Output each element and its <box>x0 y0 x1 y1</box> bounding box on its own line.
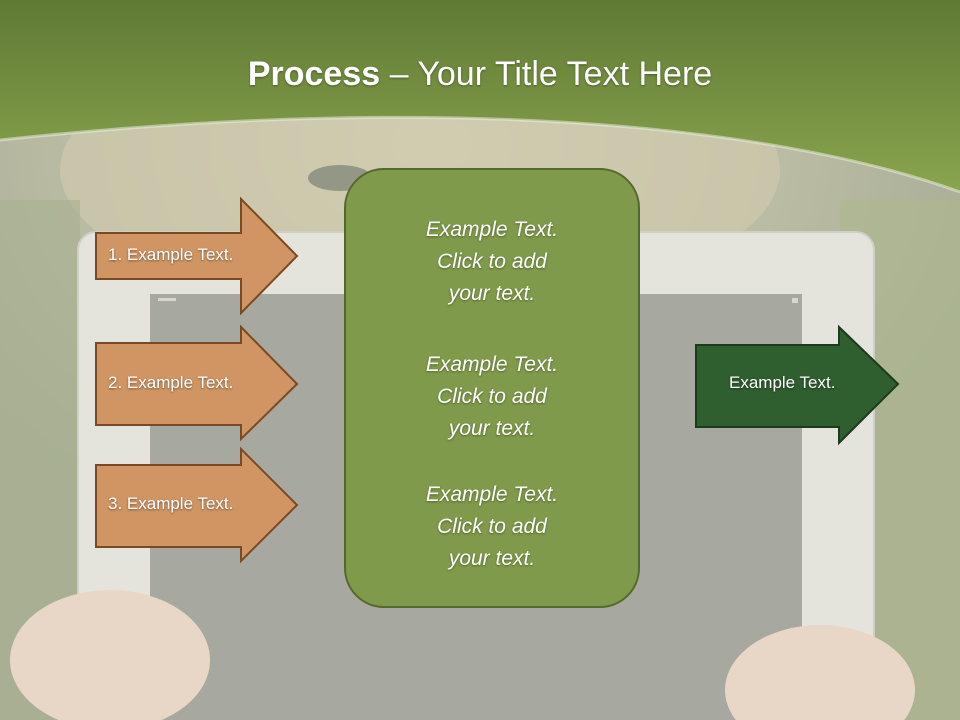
arrow-shape <box>95 324 299 442</box>
arrow-shape <box>695 324 900 446</box>
center-paragraph-3: Example Text. Click to add your text. <box>425 483 559 570</box>
arrow-shape <box>95 446 299 564</box>
center-paragraph-2: Example Text. Click to add your text. <box>425 353 559 440</box>
result-arrow[interactable]: Example Text. <box>695 324 901 446</box>
arrow-shape <box>95 196 299 316</box>
arrow-label: 2. Example Text. <box>108 373 234 392</box>
arrow-label: Example Text. <box>729 373 836 392</box>
title-bold: Process <box>247 55 381 93</box>
center-text-box[interactable]: Example Text. Click to add your text. Ex… <box>344 168 640 608</box>
slide-title: Process – Your Title Text Here <box>0 50 960 98</box>
arrow-label: 3. Example Text. <box>108 494 234 513</box>
center-paragraph-1: Example Text. Click to add your text. <box>425 218 559 305</box>
title-rest: – Your Title Text Here <box>380 55 713 93</box>
arrow-label: 1. Example Text. <box>108 245 234 264</box>
process-step-arrow-1[interactable]: 1. Example Text. <box>95 196 300 316</box>
process-step-arrow-2[interactable]: 2. Example Text. <box>95 324 300 442</box>
process-step-arrow-3[interactable]: 3. Example Text. <box>95 446 300 564</box>
